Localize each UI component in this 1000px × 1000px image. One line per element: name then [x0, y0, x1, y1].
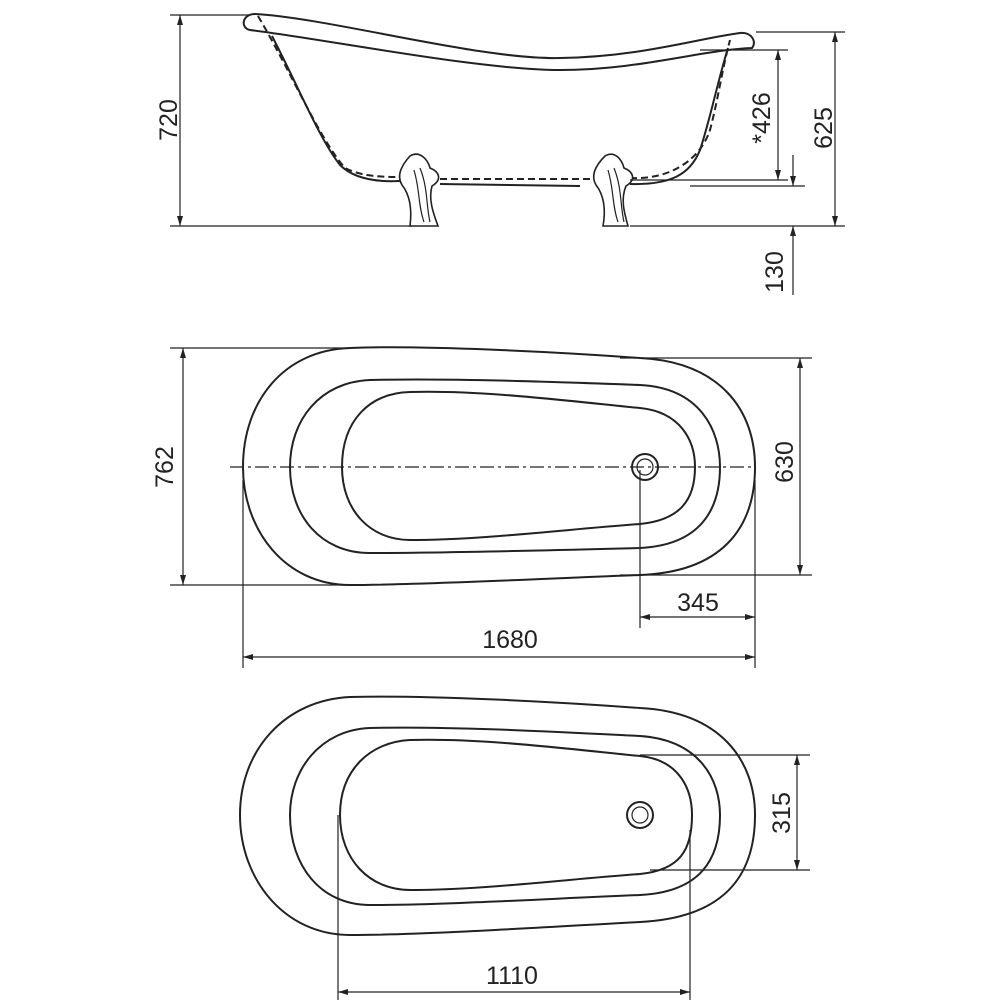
tub-outer-outline [241, 346, 757, 587]
dim-label-720: 720 [155, 99, 183, 141]
dim-label-762: 762 [151, 446, 179, 488]
bottom-view: 315 1110 [238, 695, 810, 1000]
tub-rim-inner [288, 378, 722, 555]
tub-outer-outline-2 [238, 695, 757, 937]
dim-label-315: 315 [768, 792, 796, 834]
drain-inner-2 [631, 806, 649, 824]
clawfoot-left-detail [413, 167, 431, 223]
tub-rim [242, 12, 755, 72]
dim-label-345: 345 [677, 589, 719, 617]
tub-basin [340, 390, 697, 542]
tub-basin-2 [338, 738, 694, 892]
tub-rim-inner-2 [288, 726, 722, 907]
tub-inner-dashed [257, 15, 731, 180]
clawfoot-left-icon [398, 153, 440, 227]
top-view: 762 630 345 1680 [151, 346, 812, 668]
dim-label-625: 625 [810, 107, 838, 149]
clawfoot-right-icon [592, 153, 634, 227]
drain-icon-2 [626, 801, 654, 829]
dim-label-1680: 1680 [482, 626, 538, 654]
side-view: 720 *426 625 130 [155, 12, 845, 295]
dim-label-1110: 1110 [486, 962, 538, 990]
dim-label-130: 130 [761, 251, 789, 293]
dim-label-426: *426 [748, 92, 776, 143]
clawfoot-right-detail [607, 167, 625, 223]
dim-label-630: 630 [771, 441, 799, 483]
